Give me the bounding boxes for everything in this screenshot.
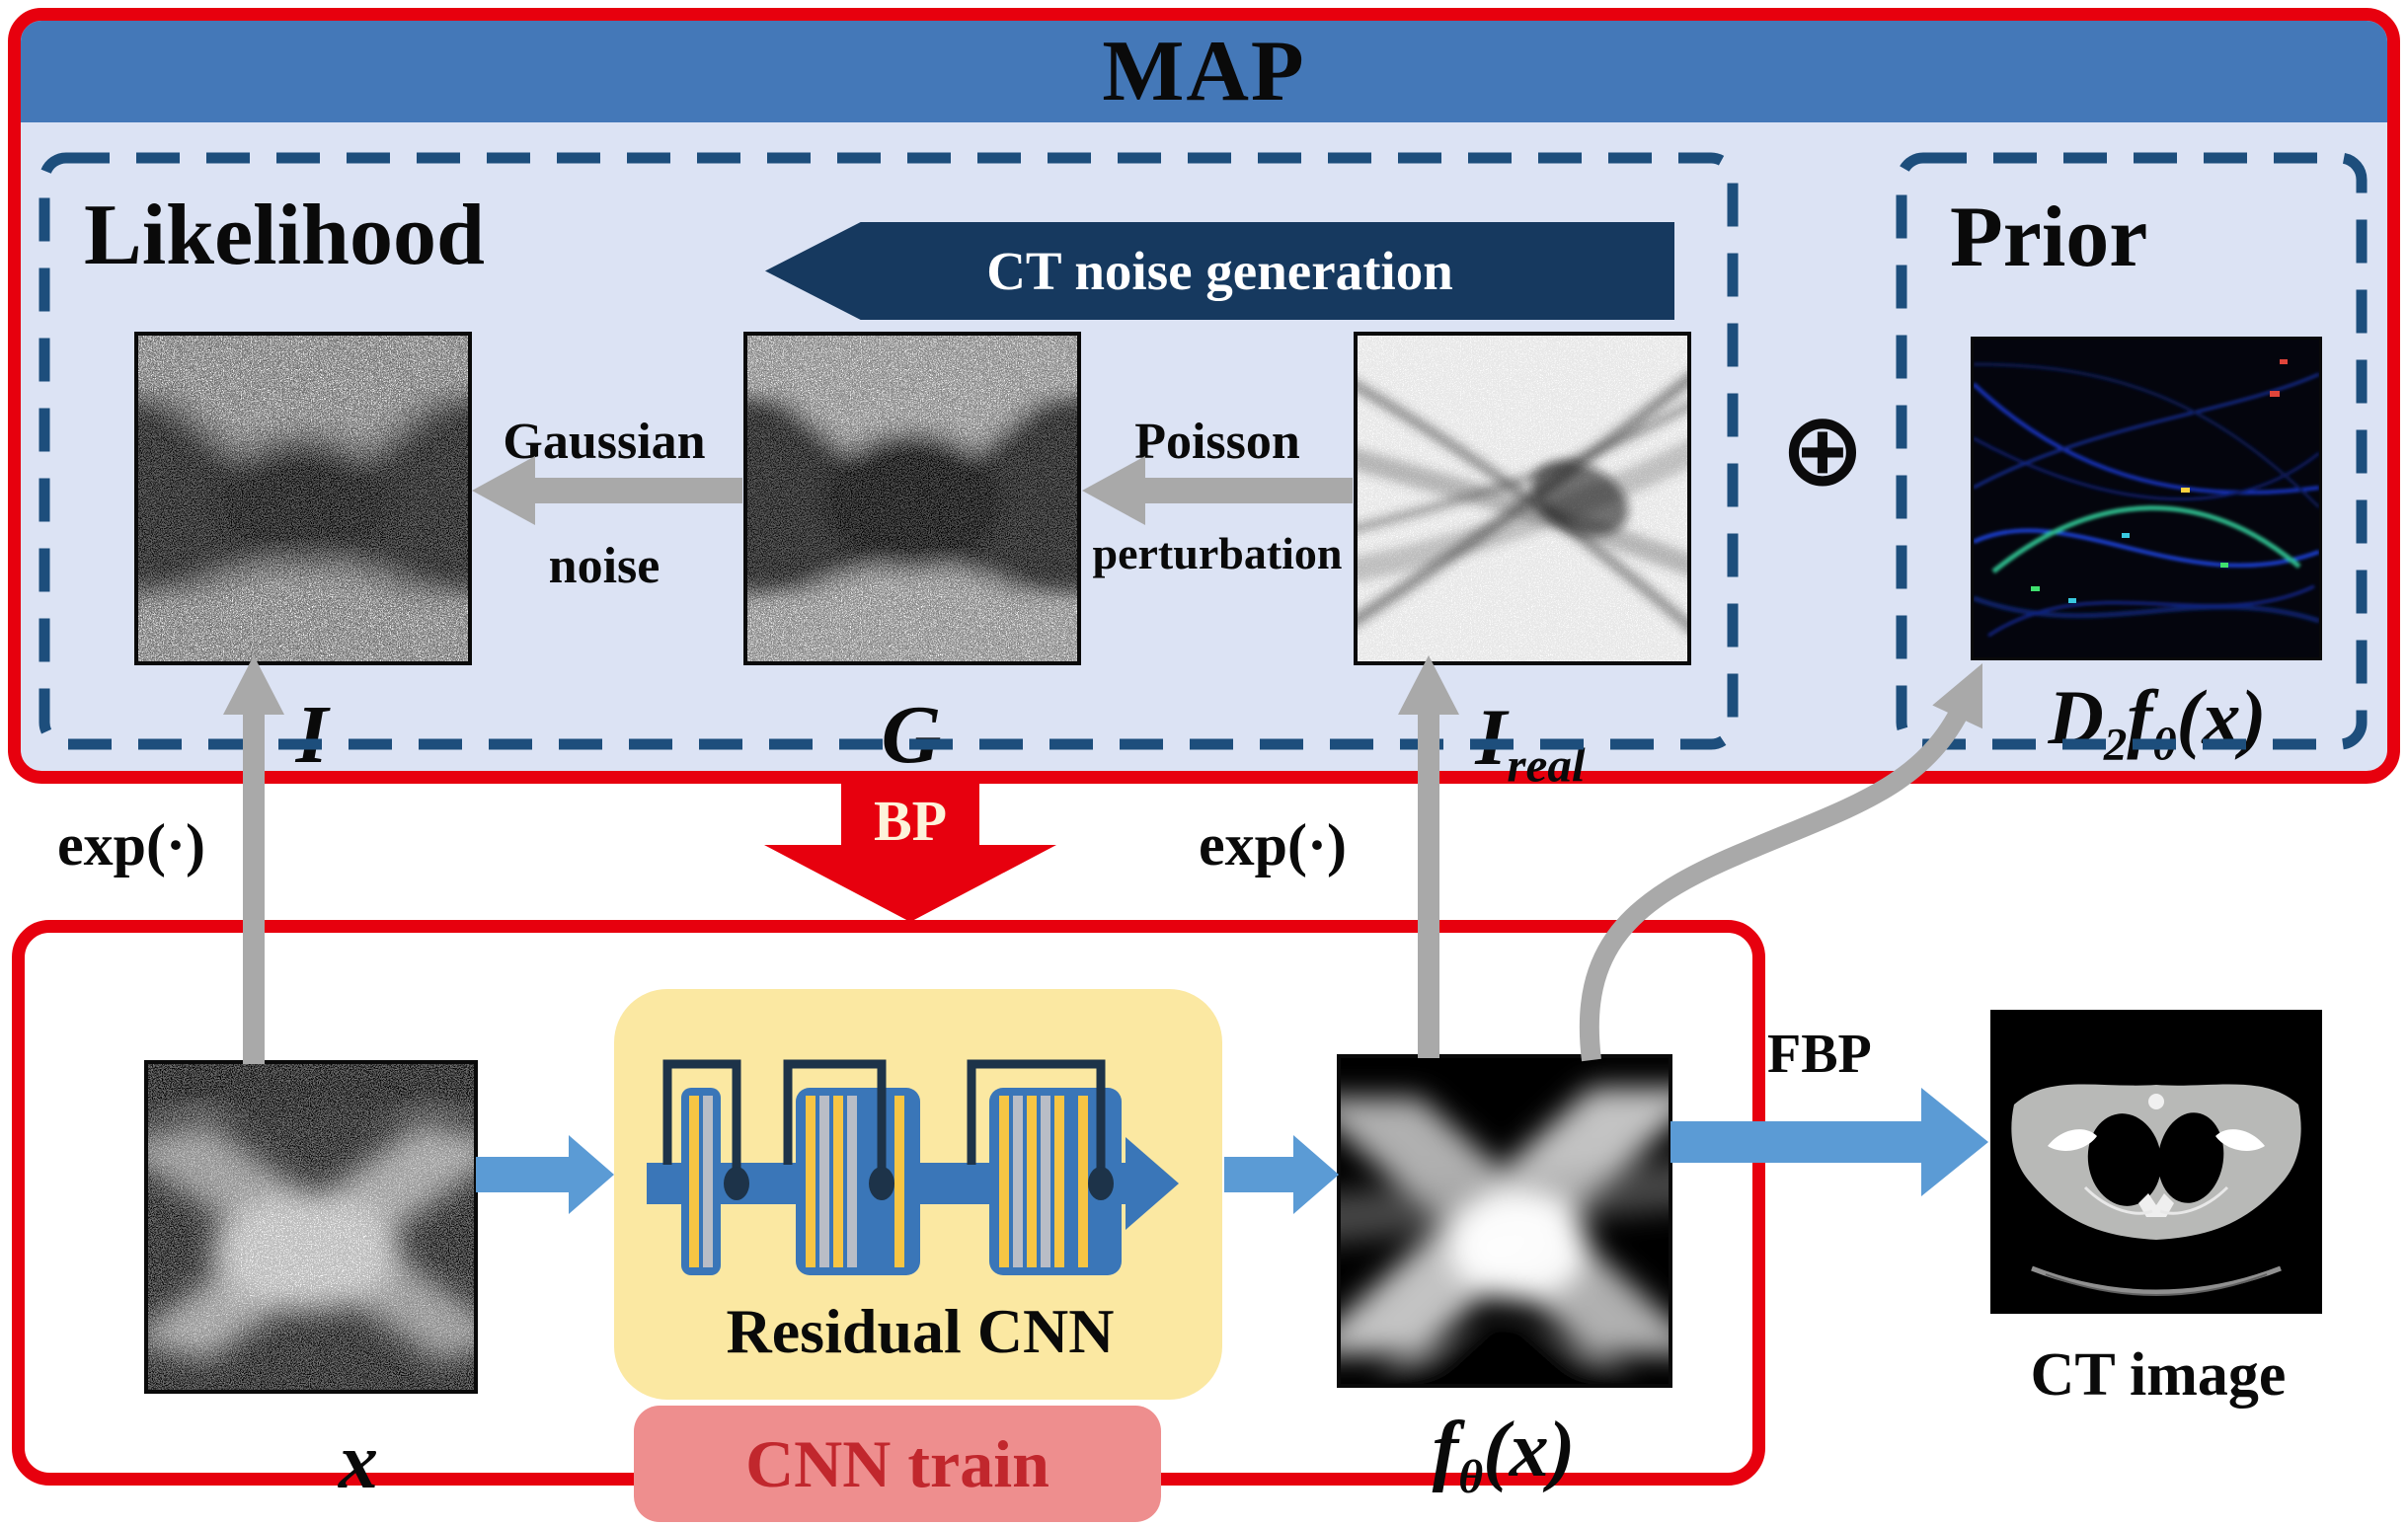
label-I-real-base: I: [1475, 692, 1508, 782]
fbp-label: FBP: [1767, 1024, 1872, 1085]
ct-image-art: [1990, 1010, 2322, 1314]
sinogram-Ireal-image: [1354, 332, 1691, 665]
cnn-train-badge: CNN train: [634, 1406, 1161, 1522]
exp-operator-right: exp(·): [1199, 812, 1347, 877]
input-x-art: [148, 1064, 474, 1390]
label-ftheta-f: f: [1432, 1407, 1459, 1493]
label-prior-f-sub: θ: [2152, 719, 2177, 771]
output-ftheta-image: [1337, 1054, 1672, 1388]
oplus-icon: ⊕: [1779, 389, 1866, 509]
label-x: x: [339, 1418, 378, 1505]
bp-label: BP: [873, 789, 948, 853]
residual-cnn-label: Residual CNN: [726, 1296, 1115, 1366]
prior-title: Prior: [1950, 190, 2148, 285]
output-ftheta-art: [1341, 1058, 1669, 1384]
ct-image-label: CT image: [2030, 1341, 2287, 1409]
label-prior-term: D2fθ(x): [2014, 673, 2300, 772]
prior-sparsity-image: [1971, 337, 2322, 660]
sinogram-G-art: [747, 336, 1077, 661]
ct-image: [1990, 1010, 2322, 1314]
label-prior-D-sub: 2: [2103, 719, 2128, 771]
prior-sparsity-art: [1974, 340, 2319, 657]
label-I-real: Ireal: [1437, 691, 1624, 793]
label-G: G: [881, 689, 942, 781]
sinogram-G-image: [743, 332, 1081, 665]
cnn-train-label: CNN train: [745, 1426, 1049, 1501]
map-header-bar: MAP: [21, 21, 2387, 122]
poisson-label: Poisson: [1134, 414, 1300, 470]
label-ftheta: fθ(x): [1390, 1406, 1617, 1504]
label-prior-D: D: [2048, 674, 2104, 760]
map-title: MAP: [1102, 24, 1306, 119]
sinogram-I-image: [134, 332, 472, 665]
noise-label: noise: [548, 538, 660, 594]
input-x-image: [144, 1060, 478, 1394]
label-I-real-sub: real: [1507, 737, 1586, 793]
sinogram-Ireal-art: [1358, 336, 1687, 661]
gaussian-label: Gaussian: [503, 414, 706, 470]
ct-noise-generation-banner: CT noise generation: [765, 222, 1674, 320]
label-ftheta-sub: θ: [1458, 1451, 1484, 1503]
sinogram-I-art: [138, 336, 468, 661]
perturbation-label: perturbation: [1092, 528, 1343, 578]
exp-operator-left: exp(·): [57, 812, 205, 877]
label-I: I: [295, 689, 329, 781]
banner-label: CT noise generation: [986, 241, 1453, 301]
label-ftheta-rest: (x): [1483, 1407, 1576, 1493]
likelihood-title: Likelihood: [84, 188, 485, 283]
label-prior-f: f: [2127, 674, 2153, 760]
label-prior-rest: (x): [2176, 674, 2267, 760]
